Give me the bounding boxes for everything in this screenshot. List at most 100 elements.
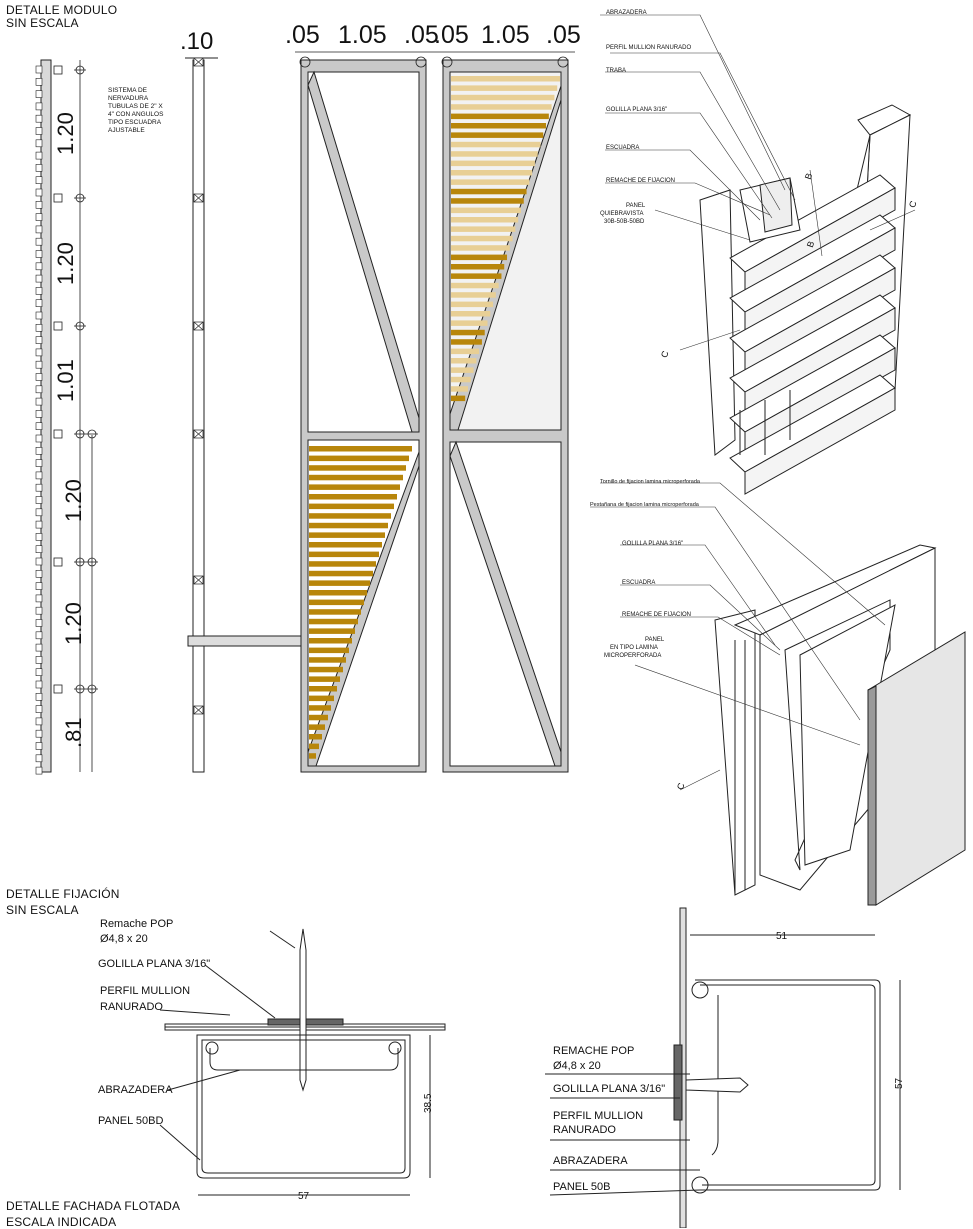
iso-lower-label-3: GOLILLA PLANA 3/16"	[622, 541, 684, 547]
wall-tick	[35, 422, 43, 431]
iso-slat-face	[744, 227, 896, 335]
wood-slat	[309, 657, 346, 663]
wood-slat	[309, 532, 385, 538]
anchor-node	[53, 684, 63, 694]
leaders-upper	[600, 14, 916, 351]
wood-slat	[309, 647, 349, 654]
wall-tick	[35, 139, 43, 148]
wood-slat	[309, 686, 337, 692]
wood-slat	[309, 599, 364, 606]
facade-dim-width: 51	[776, 931, 788, 942]
wood-slat	[451, 245, 510, 251]
wood-slat	[309, 513, 391, 519]
iso-upper-drawing	[699, 104, 912, 495]
iso-slat-face	[744, 347, 896, 455]
iso-slat-face	[744, 267, 896, 375]
wall-tick	[35, 348, 43, 357]
iso-lower-label-8: MICROPERFORADA	[604, 653, 662, 659]
frame-left	[300, 59, 427, 773]
module-subtitle: SIN ESCALA	[6, 16, 79, 30]
dim-top-5: 1.05	[481, 21, 530, 49]
wood-slat	[309, 705, 331, 711]
wood-slat	[451, 179, 530, 185]
wood-slat	[451, 358, 477, 364]
wood-slat	[451, 339, 482, 345]
dim-top-2: 1.05	[338, 21, 387, 49]
dim-top-4: .05	[434, 21, 469, 49]
iso-upper-label-8: QUIEBRAVISTA	[600, 211, 644, 217]
fix-title: DETALLE FIJACIÓN	[6, 887, 120, 901]
wood-slat	[451, 395, 466, 402]
wood-slat	[309, 666, 343, 673]
wood-slat	[451, 235, 513, 242]
fix-label-3: GOLILLA PLANA 3/16"	[98, 958, 211, 970]
iso-lower-label-1: Tornillo de fijacion lamina microperfora…	[600, 479, 700, 485]
wood-slat	[451, 207, 521, 214]
iso-slat-face	[744, 307, 896, 415]
wall-tick	[35, 459, 43, 467]
wood-slat	[309, 714, 328, 721]
facade-label-1: REMACHE POP	[553, 1045, 635, 1057]
wall-tick	[35, 397, 43, 406]
wood-slat	[309, 734, 322, 740]
wood-slat	[309, 551, 379, 558]
wood-slat	[451, 132, 544, 138]
wall-tick	[35, 287, 43, 295]
facade-label-7: PANEL 50B	[553, 1181, 611, 1193]
fix-dim-height: 38.5	[423, 1093, 434, 1113]
iso-lower-label-4: ESCUADRA	[622, 580, 656, 586]
wood-slat	[451, 94, 555, 101]
wood-slat	[451, 104, 552, 110]
facade-dim-height: 57	[894, 1077, 905, 1089]
iso-upper-label-9: 30B-50B-50BD	[604, 219, 645, 225]
wood-slat	[309, 609, 361, 615]
wall-tick	[35, 631, 43, 640]
wood-slat	[309, 522, 388, 529]
facade-label-4: PERFIL MULLION	[553, 1110, 644, 1122]
wood-slat	[451, 85, 558, 91]
wall-tick	[35, 508, 43, 517]
wall-tick	[35, 656, 43, 664]
iso-lower-label-7: EN TIPO LAMINA	[610, 645, 658, 651]
dim-vertical-4: 1.20	[61, 479, 86, 522]
anchor-node	[53, 321, 63, 331]
dim-vertical-3: 1.01	[53, 359, 78, 402]
wood-slat	[451, 301, 494, 308]
fix-dim-width: 57	[298, 1191, 310, 1202]
wall-tick	[35, 766, 43, 775]
wood-slat	[451, 226, 516, 232]
wall-tick	[35, 127, 43, 135]
wall-tick	[35, 311, 43, 320]
facade-detail-drawing	[545, 907, 901, 1228]
wood-slat	[309, 618, 358, 625]
dim-vertical-2: 1.20	[53, 242, 78, 285]
dim-top-3: .05	[404, 21, 439, 49]
wall-tick	[35, 102, 43, 111]
wall-tick	[35, 410, 43, 418]
wood-slat	[451, 311, 491, 317]
wall-tick	[35, 164, 43, 172]
wood-slat	[451, 254, 508, 261]
wall-tick	[35, 360, 43, 369]
wall-tick	[35, 151, 43, 160]
wood-slat	[451, 386, 468, 392]
wood-slat	[309, 446, 412, 452]
wood-slat	[451, 329, 485, 336]
iso-lower-label-6: PANEL	[645, 637, 665, 643]
wall-tick	[35, 520, 43, 529]
wall-tick	[35, 545, 43, 554]
wall-elevation	[35, 59, 52, 775]
iso-upper-label-5: ESCUADRA	[606, 145, 640, 151]
wood-slat	[309, 628, 355, 634]
wall-tick	[35, 262, 43, 271]
wall-tick	[35, 754, 43, 763]
anchor-node	[53, 193, 63, 203]
column-x-line	[193, 575, 204, 585]
wood-slat	[309, 724, 325, 730]
wood-slat	[309, 494, 397, 500]
facade-label-6: ABRAZADERA	[553, 1155, 628, 1167]
wood-slat	[309, 570, 373, 577]
wood-slat	[451, 123, 547, 129]
wood-slat	[451, 376, 471, 383]
